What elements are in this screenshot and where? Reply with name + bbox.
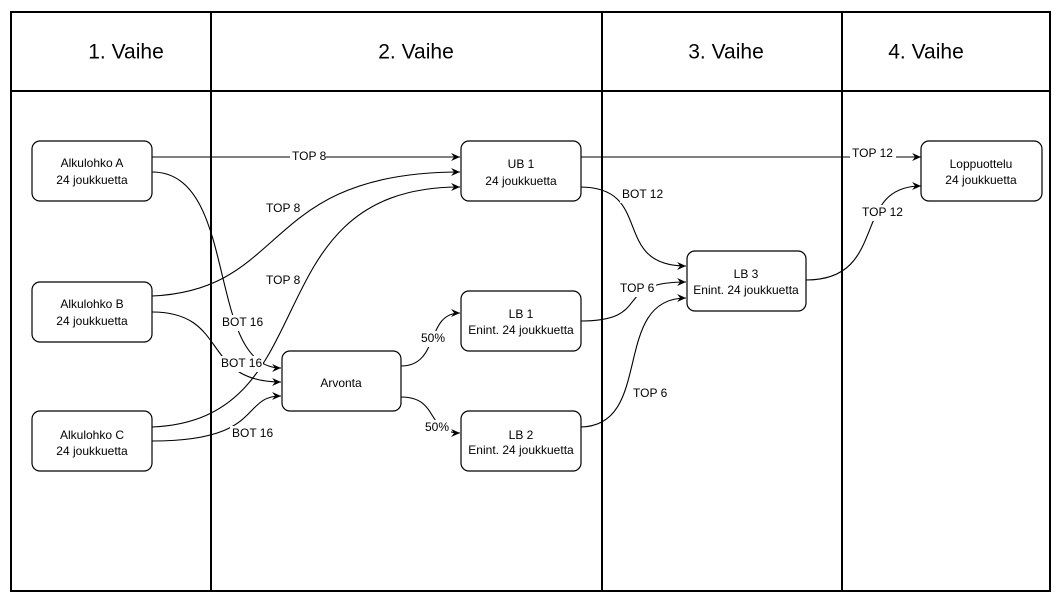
node-loppuottelu: Loppuottelu 24 joukkuetta	[920, 140, 1043, 202]
edge-label-b-ub1: TOP 8	[266, 201, 301, 215]
node-lb1-title: LB 1	[509, 307, 534, 321]
phase-1-title: 1. Vaihe	[88, 41, 164, 64]
edge-label-lb1-lb3: TOP 6	[620, 281, 655, 295]
edge-label-a-ub1: TOP 8	[292, 149, 327, 163]
node-ub1-count: 24 joukkuetta	[485, 174, 557, 188]
node-alkulohko-c-count: 24 joukkuetta	[56, 444, 128, 458]
edge-b-arvonta	[151, 311, 282, 386]
edge-label-lb2-lb3: TOP 6	[633, 386, 668, 400]
edge-label-ub1-final: TOP 12	[852, 146, 893, 160]
node-alkulohko-c-title: Alkulohko C	[60, 428, 124, 442]
node-lb2: LB 2 Enint. 24 joukkuetta	[460, 410, 582, 472]
edge-label-b-arvonta: BOT 16	[221, 356, 262, 370]
edge-c-ub1	[151, 183, 461, 428]
node-alkulohko-c: Alkulohko C 24 joukkuetta	[31, 410, 153, 472]
node-lb1-count: Enint. 24 joukkuetta	[468, 323, 574, 337]
node-arvonta-title: Arvonta	[320, 376, 362, 390]
edge-label-ub1-lb3: BOT 12	[622, 187, 663, 201]
node-lb3-count: Enint. 24 joukkuetta	[693, 283, 799, 297]
node-loppuottelu-title: Loppuottelu	[950, 157, 1013, 171]
edge-c-arvonta	[151, 392, 282, 442]
edge-lb2-lb3	[579, 294, 687, 428]
node-alkulohko-a-count: 24 joukkuetta	[56, 173, 128, 187]
node-loppuottelu-count: 24 joukkuetta	[945, 173, 1017, 187]
phase-3-title: 3. Vaihe	[688, 41, 764, 64]
edge-ub1-lb3	[579, 186, 687, 270]
edge-label-arvonta-lb2: 50%	[425, 420, 449, 434]
phase-2-title: 2. Vaihe	[378, 41, 454, 64]
node-lb2-title: LB 2	[509, 428, 534, 442]
node-ub1: UB 1 24 joukkuetta	[460, 140, 582, 202]
edge-label-a-arvonta: BOT 16	[222, 315, 263, 329]
edge-labels: TOP 8 TOP 8 TOP 8 BOT 16 BOT 16 BOT 16 5…	[219, 146, 906, 442]
node-alkulohko-a-title: Alkulohko A	[61, 156, 124, 170]
node-lb3-title: LB 3	[734, 267, 759, 281]
node-lb1: LB 1 Enint. 24 joukkuetta	[460, 290, 582, 352]
node-ub1-title: UB 1	[508, 157, 535, 171]
edge-label-arvonta-lb1: 50%	[421, 331, 445, 345]
node-alkulohko-a: Alkulohko A 24 joukkuetta	[31, 140, 153, 202]
edge-label-lb3-final: TOP 12	[862, 205, 903, 219]
node-alkulohko-b: Alkulohko B 24 joukkuetta	[31, 281, 153, 343]
edge-lb1-lb3	[579, 278, 687, 322]
node-lb2-count: Enint. 24 joukkuetta	[468, 443, 574, 457]
node-lb3: LB 3 Enint. 24 joukkuetta	[686, 250, 807, 312]
node-alkulohko-b-title: Alkulohko B	[60, 297, 123, 311]
node-arvonta: Arvonta	[281, 350, 402, 412]
edge-lb3-final	[805, 182, 922, 281]
edge-label-c-ub1: TOP 8	[266, 273, 301, 287]
edge-b-ub1	[151, 168, 461, 297]
edge-label-c-arvonta: BOT 16	[232, 426, 273, 440]
node-alkulohko-b-count: 24 joukkuetta	[56, 314, 128, 328]
phase-4-title: 4. Vaihe	[888, 41, 964, 64]
